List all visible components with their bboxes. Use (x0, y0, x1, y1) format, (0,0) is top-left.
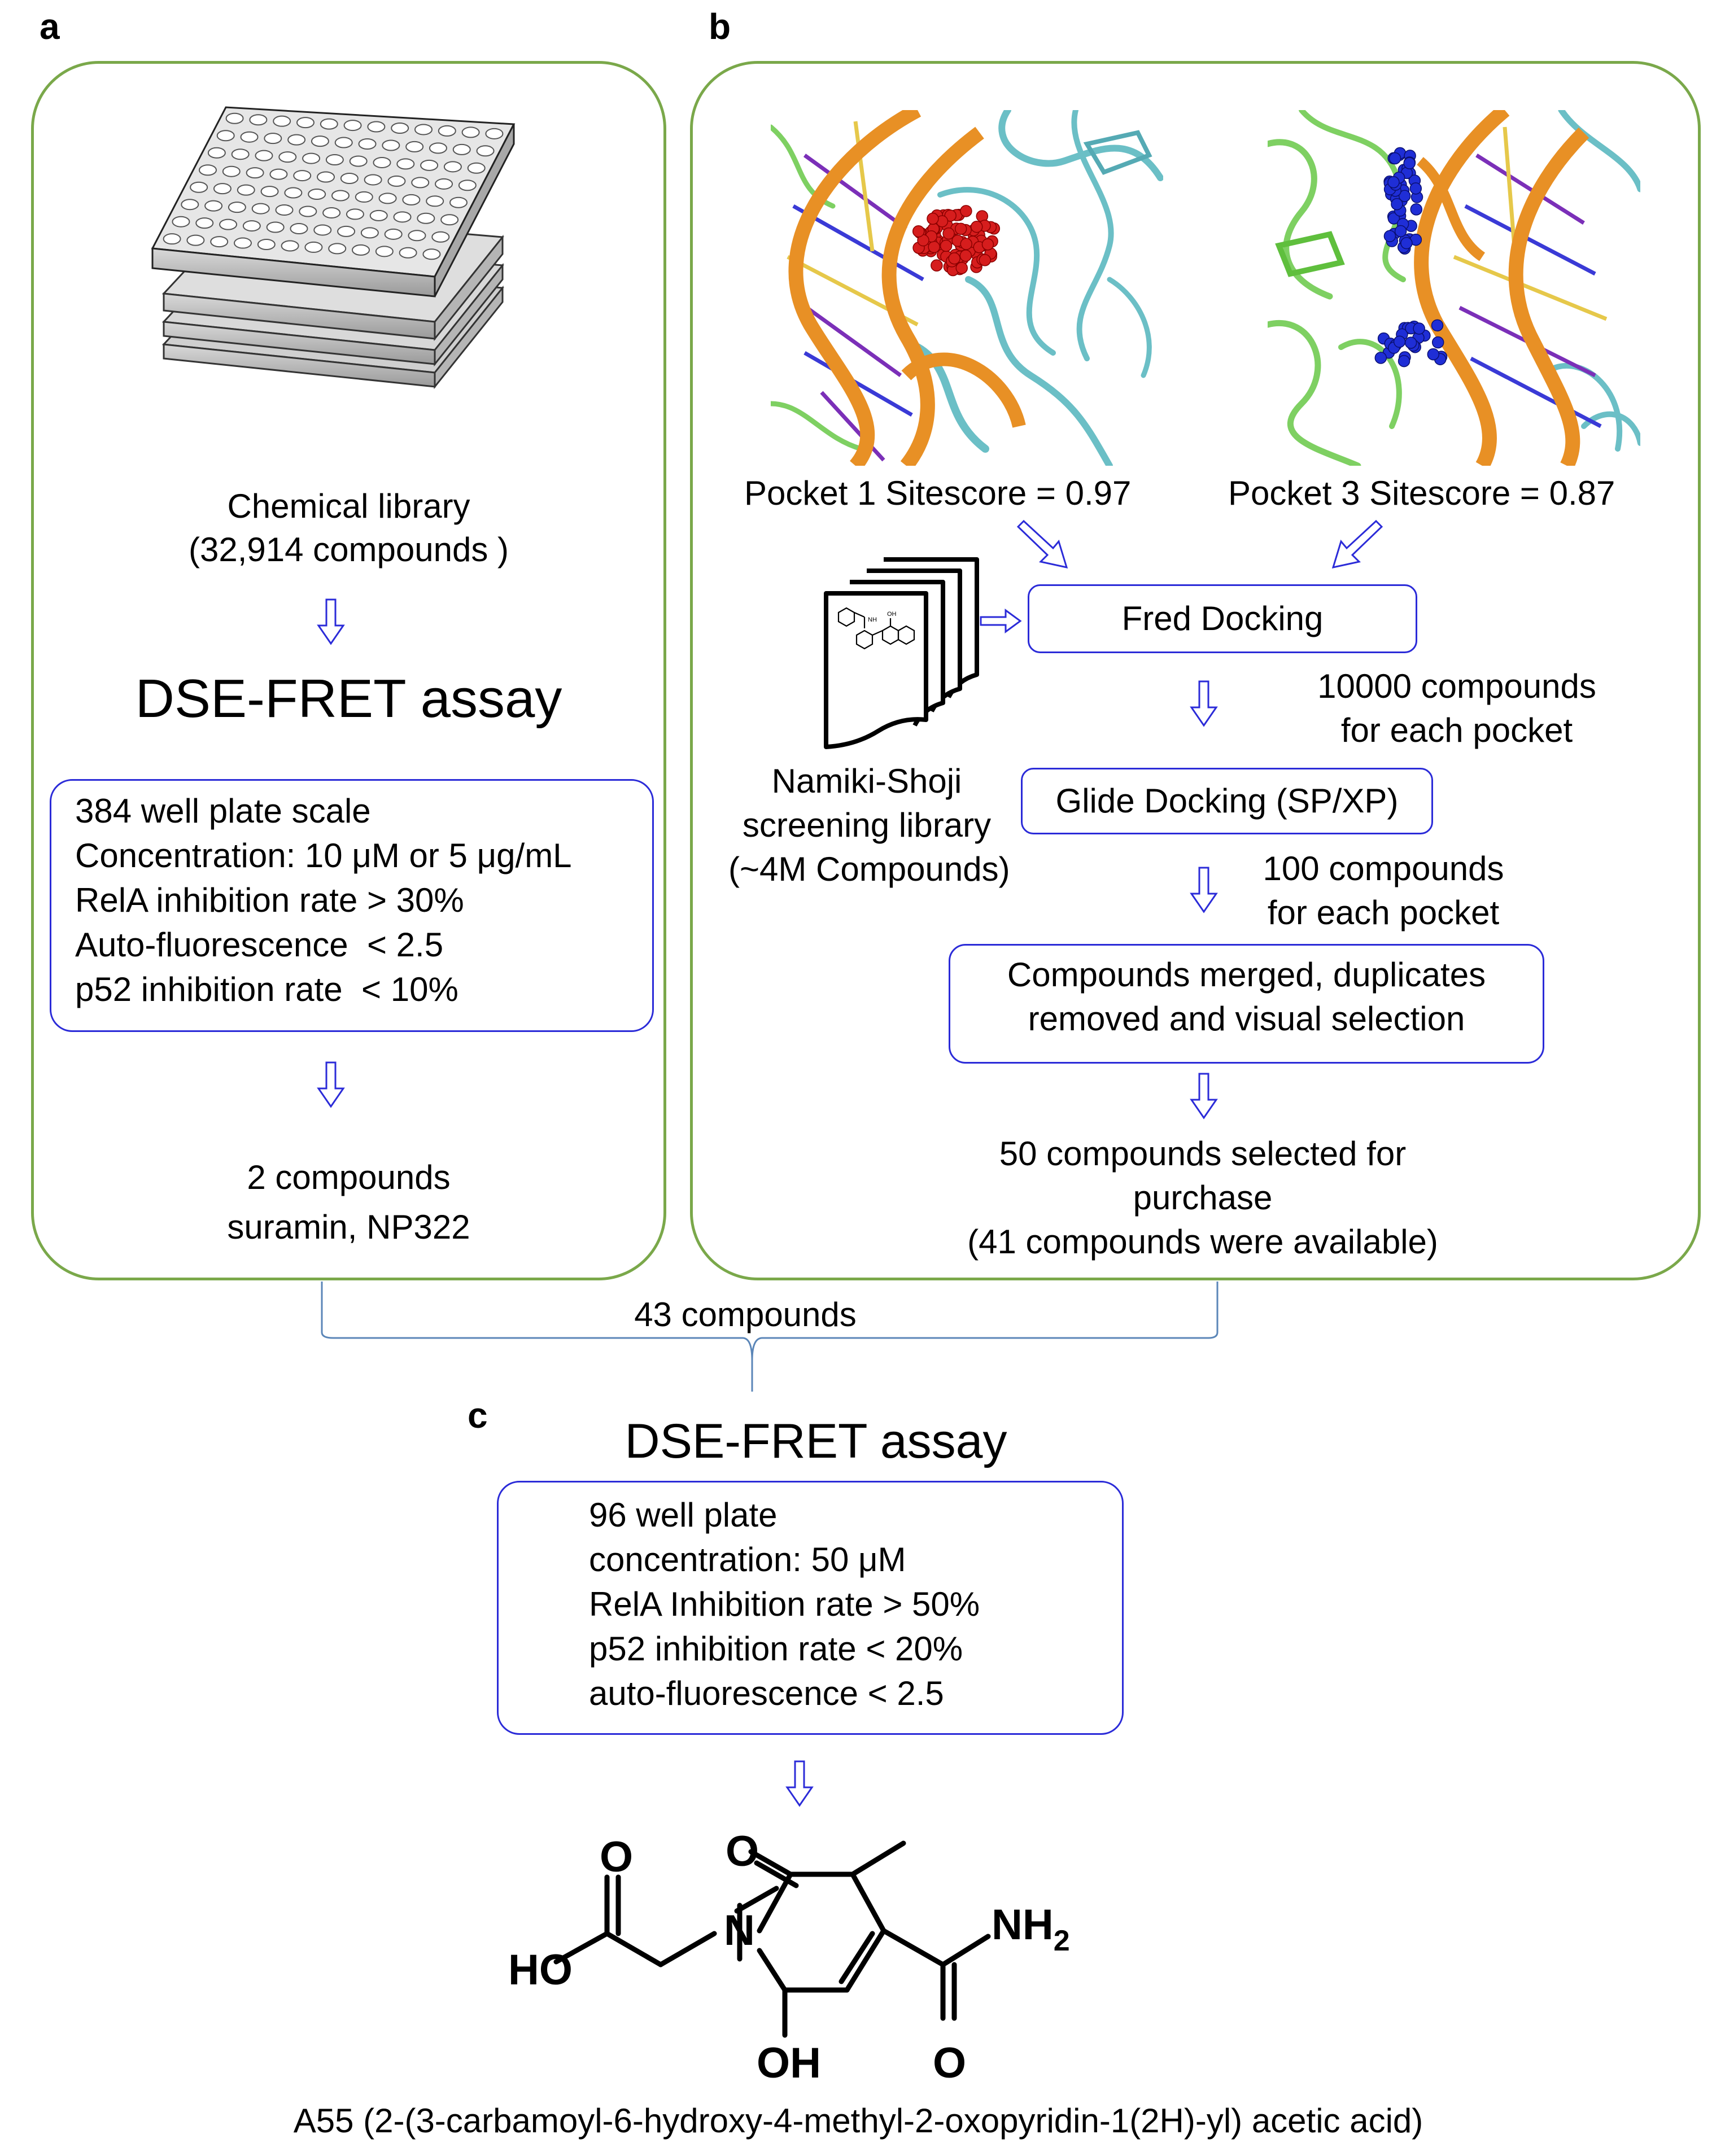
open-arrow-down-icon (1190, 867, 1217, 913)
open-arrow-down-icon (317, 598, 344, 645)
selected-line-3: (41 compounds were available) (967, 1223, 1438, 1261)
selected-line-1: 50 compounds selected for (999, 1135, 1407, 1173)
atom-HO: HO (508, 1946, 573, 1994)
criteria-c-line-2: concentration: 50 μM (589, 1541, 906, 1578)
pocket-3-structure-image (1268, 110, 1640, 466)
step1-line-1: 10000 compounds (1317, 667, 1596, 705)
atom-NH2: NH2 (992, 1901, 1070, 1957)
criteria-a-box (50, 779, 654, 1032)
panel-b-letter: b (709, 6, 731, 47)
merge-line-1: Compounds merged, duplicates (1007, 956, 1486, 994)
document-stack-icon: NH OH (824, 557, 979, 749)
criteria-c-line-1: 96 well plate (589, 1496, 778, 1534)
atom-O-acid: O (600, 1833, 633, 1881)
merge-count-label: 43 compounds (634, 1296, 857, 1333)
panel-c-letter: c (468, 1395, 488, 1436)
atom-O-amide: O (933, 2039, 966, 2087)
merge-line-2: removed and visual selection (1028, 1000, 1465, 1038)
svg-text:NH: NH (868, 616, 877, 623)
library-b-line-3: (~4M Compounds) (728, 850, 1010, 888)
fred-docking-box (1028, 584, 1417, 653)
glide-docking-label: Glide Docking (SP/XP) (1055, 782, 1399, 820)
well-plate-stack-icon (151, 106, 516, 390)
glide-docking-box (1021, 768, 1433, 834)
open-arrow-down-icon (786, 1760, 813, 1807)
panel-a-frame (31, 61, 666, 1280)
open-arrow-diagonal-icon (1331, 519, 1383, 569)
criteria-a-line-4: Auto-fluorescence < 2.5 (75, 926, 444, 964)
compound-caption: A55 (2-(3-carbamoyl-6-hydroxy-4-methyl-2… (293, 2102, 1423, 2140)
step1-line-2: for each pocket (1340, 711, 1573, 749)
criteria-a-line-2: Concentration: 10 μM or 5 μg/mL (75, 837, 572, 874)
selected-line-2: purchase (1133, 1179, 1273, 1217)
open-arrow-diagonal-icon (1016, 519, 1068, 569)
open-arrow-down-icon (1190, 680, 1217, 727)
library-title: Chemical library (227, 487, 470, 525)
curly-brace-icon (321, 1282, 1219, 1392)
step2-line-2: for each pocket (1267, 894, 1500, 932)
criteria-c-line-5: auto-fluorescence < 2.5 (589, 1674, 944, 1712)
library-count: (32,914 compounds ) (188, 531, 509, 568)
assay-c-title: DSE-FRET assay (625, 1414, 1007, 1468)
result-a-line-2: suramin, NP322 (227, 1208, 470, 1246)
criteria-a-line-5: p52 inhibition rate < 10% (75, 970, 458, 1008)
svg-text:OH: OH (887, 611, 897, 618)
library-b-line-2: screening library (742, 806, 992, 844)
open-arrow-right-icon (980, 609, 1022, 633)
atom-O-carbonyl: O (726, 1827, 759, 1875)
pocket-1-label: Pocket 1 Sitescore = 0.97 (744, 474, 1132, 512)
pocket-3-label: Pocket 3 Sitescore = 0.87 (1228, 474, 1615, 512)
criteria-c-line-4: p52 inhibition rate < 20% (589, 1630, 963, 1668)
panel-b-frame (690, 61, 1701, 1280)
open-arrow-down-icon (1190, 1073, 1217, 1119)
panel-a-letter: a (40, 6, 60, 47)
step2-line-1: 100 compounds (1263, 850, 1504, 887)
library-b-line-1: Namiki-Shoji (771, 762, 962, 800)
atom-OH: OH (757, 2039, 821, 2087)
criteria-c-box (497, 1481, 1124, 1735)
fred-docking-label: Fred Docking (1121, 600, 1324, 637)
molecule-structure-icon: O O HO N NH2 OH O (508, 1827, 1070, 2087)
result-a-line-1: 2 compounds (247, 1158, 451, 1196)
merge-box (949, 944, 1544, 1064)
criteria-a-line-1: 384 well plate scale (75, 792, 371, 830)
criteria-c-line-3: RelA Inhibition rate > 50% (589, 1585, 980, 1623)
pocket-1-structure-image (771, 110, 1163, 466)
open-arrow-down-icon (317, 1061, 344, 1108)
atom-N: N (724, 1906, 755, 1954)
assay-a-title: DSE-FRET assay (135, 668, 562, 729)
criteria-a-line-3: RelA inhibition rate > 30% (75, 881, 464, 919)
